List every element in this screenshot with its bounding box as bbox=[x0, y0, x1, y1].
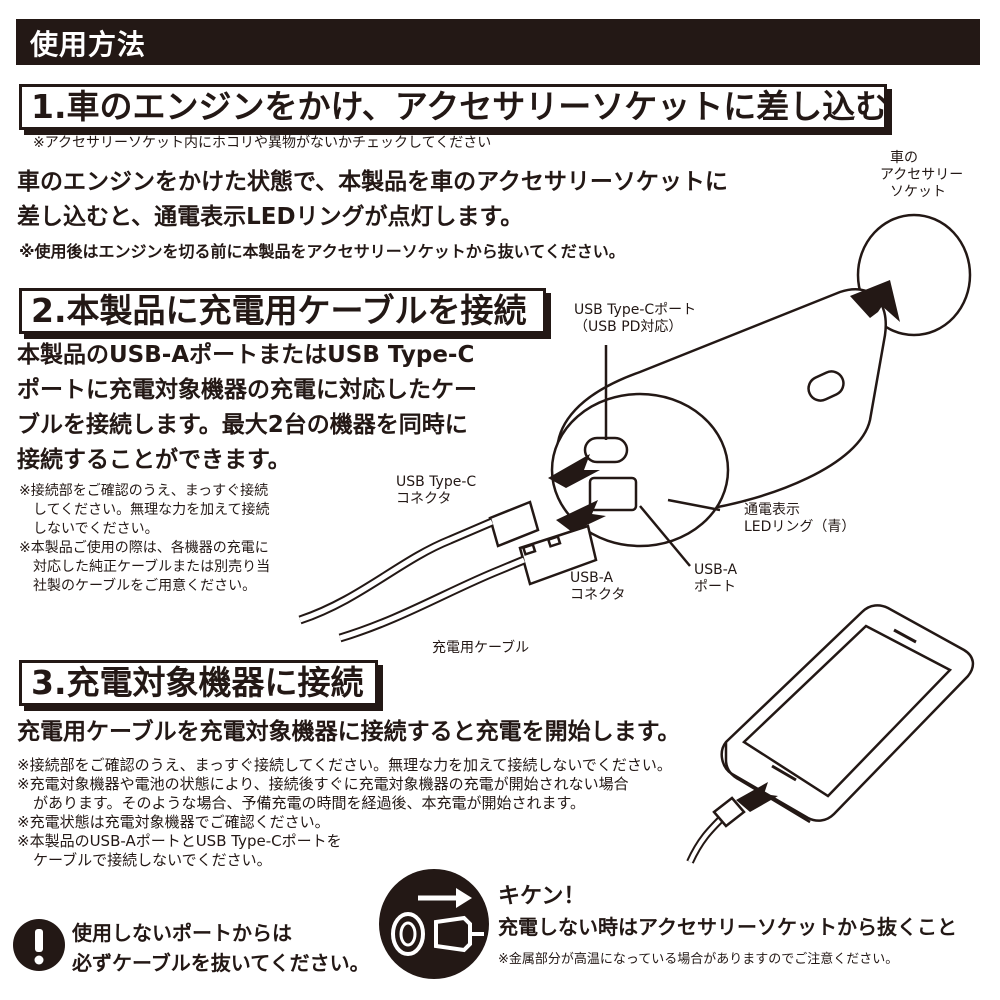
step1-body-line: 差し込むと、通電表示LEDリングが点灯します。 bbox=[17, 204, 524, 230]
insert-arrow-typec bbox=[548, 454, 600, 488]
led-ring-label-line: 通電表示 bbox=[744, 502, 800, 518]
typec-port-label-line: （USB PD対応） bbox=[574, 319, 683, 335]
step1-note: ※アクセサリーソケット内にホコリや異物がないかチェックしてください bbox=[33, 135, 492, 151]
accessory-socket-ring bbox=[856, 213, 972, 337]
step2-body: 本製品のUSB-AポートまたはUSB Type-C ポートに充電対象機器の充電に… bbox=[17, 338, 477, 478]
usba-port-label-line: USB-A bbox=[694, 562, 738, 578]
connect-arrow bbox=[736, 782, 778, 812]
step2-notes: ※接続部をご確認のうえ、まっすぐ接続 してください。無理な力を加えて接続 しない… bbox=[19, 482, 270, 596]
step3-notes: ※接続部をご確認のうえ、まっすぐ接続してください。無理な力を加えて接続しないでく… bbox=[17, 756, 672, 870]
step2-body-line: ブルを接続します。最大2台の機器を同時に bbox=[17, 412, 468, 438]
warning-line: 使用しないポートからは bbox=[72, 921, 292, 945]
step3-note-line: ※本製品のUSB-AポートとUSB Type-Cポートを bbox=[17, 832, 342, 850]
typec-connector-label-line: USB Type-C bbox=[396, 474, 477, 490]
usba-pin bbox=[521, 543, 537, 556]
led-ring-label: 通電表示 LEDリング（青） bbox=[744, 502, 855, 536]
socket-label-line: アクセサリー bbox=[880, 167, 964, 183]
typec-connector-label: USB Type-C コネクタ bbox=[396, 474, 476, 508]
caution-title: キケン！ bbox=[498, 884, 586, 909]
step3-note-line: があります。そのような場合、予備充電の時間を経過後、本充電が開始されます。 bbox=[33, 794, 586, 812]
section-title: 使用方法 bbox=[30, 28, 147, 61]
caution-note: ※金属部分が高温になっている場合がありますのでご注意ください。 bbox=[498, 952, 899, 967]
step1-note2: ※使用後はエンジンを切る前に本製品をアクセサリーソケットから抜いてください。 bbox=[19, 242, 625, 261]
usb-a-port bbox=[588, 476, 638, 512]
warning-line: 必ずケーブルを抜いてください。 bbox=[72, 951, 370, 975]
socket-label-line: 車の bbox=[890, 150, 918, 166]
insert-arrow bbox=[850, 280, 900, 322]
usba-port-label: USB-A ポート bbox=[694, 562, 737, 596]
step2-body-line: 本製品のUSB-AポートまたはUSB Type-C bbox=[17, 342, 475, 368]
typec-port-label: USB Type-Cポート （USB PD対応） bbox=[574, 302, 696, 336]
charging-cable bbox=[339, 557, 525, 641]
charging-cable bbox=[299, 519, 493, 623]
phone-button bbox=[771, 764, 797, 782]
phone-speaker bbox=[893, 628, 917, 644]
unused-port-warning: 使用しないポートからは 必ずケーブルを抜いてください。 bbox=[72, 918, 370, 978]
phone-cable bbox=[688, 816, 724, 863]
step3-note-line: ※充電対象機器や電池の状態により、接続後すぐに充電対象機器の充電が開始されない場… bbox=[17, 775, 629, 793]
step3-note-line: ※接続部をご確認のうえ、まっすぐ接続してください。無理な力を加えて接続しないでく… bbox=[17, 756, 672, 774]
step2-body-line: 接続することができます。 bbox=[17, 447, 291, 473]
step1-body: 車のエンジンをかけた状態で、本製品を車のアクセサリーソケットに 差し込むと、通電… bbox=[17, 165, 728, 235]
typec-port-label-line: USB Type-Cポート bbox=[574, 302, 697, 318]
usba-connector-housing bbox=[518, 524, 598, 586]
step2-note-line: 社製のケーブルをご用意ください。 bbox=[33, 578, 257, 594]
phone-connector bbox=[712, 796, 746, 828]
typec-connector-label-line: コネクタ bbox=[396, 491, 452, 507]
step2-body-line: ポートに充電対象機器の充電に対応したケー bbox=[17, 377, 477, 403]
socket-label-line: ソケット bbox=[890, 184, 946, 200]
insert-arrow-usba bbox=[556, 500, 606, 532]
step2-note-line: ※接続部をご確認のうえ、まっすぐ接続 bbox=[19, 483, 269, 499]
section-title-bar: 使用方法 bbox=[16, 19, 980, 65]
step2-note-line: 対応した純正ケーブルまたは別売り当 bbox=[33, 559, 271, 575]
typec-connector-housing bbox=[488, 500, 540, 548]
step3-heading: 3.充電対象機器に接続 bbox=[19, 660, 378, 706]
usba-pin bbox=[546, 535, 562, 548]
usba-port-label-line: ポート bbox=[694, 579, 736, 595]
step2-heading: 2.本製品に充電用ケーブルを接続 bbox=[19, 288, 546, 334]
led-ring-label-line: LEDリング（青） bbox=[744, 519, 856, 535]
step3-note-line: ※充電状態は充電対象機器でご確認ください。 bbox=[17, 813, 330, 831]
phone-screen bbox=[741, 624, 953, 798]
step2-note-line: してください。無理な力を加えて接続 bbox=[33, 502, 270, 518]
charger-face bbox=[550, 392, 730, 548]
exclamation-icon bbox=[13, 919, 65, 971]
step1-body-line: 車のエンジンをかけた状態で、本製品を車のアクセサリーソケットに bbox=[17, 169, 728, 195]
step2-note-line: しないでください。 bbox=[33, 521, 159, 537]
usba-connector-label: USB-A コネクタ bbox=[570, 570, 625, 604]
socket-label: 車の アクセサリー ソケット bbox=[880, 150, 963, 201]
cable-label: 充電用ケーブル bbox=[432, 640, 530, 656]
unplug-icon bbox=[379, 869, 489, 979]
step3-note-line: ケーブルで接続しないでください。 bbox=[33, 851, 272, 869]
step2-note-line: ※本製品ご使用の際は、各機器の充電に bbox=[19, 540, 269, 556]
smartphone-illustration bbox=[686, 604, 975, 864]
led-window bbox=[807, 370, 845, 402]
usba-connector-label-line: USB-A bbox=[570, 570, 614, 586]
phone-edge bbox=[724, 742, 811, 824]
usba-connector-label-line: コネクタ bbox=[570, 587, 626, 603]
step1-heading: 1.車のエンジンをかけ、アクセサリーソケットに差し込む bbox=[19, 84, 888, 130]
caution-body: 充電しない時はアクセサリーソケットから抜くこと bbox=[498, 915, 957, 939]
step3-body: 充電用ケーブルを充電対象機器に接続すると充電を開始します。 bbox=[17, 719, 681, 745]
